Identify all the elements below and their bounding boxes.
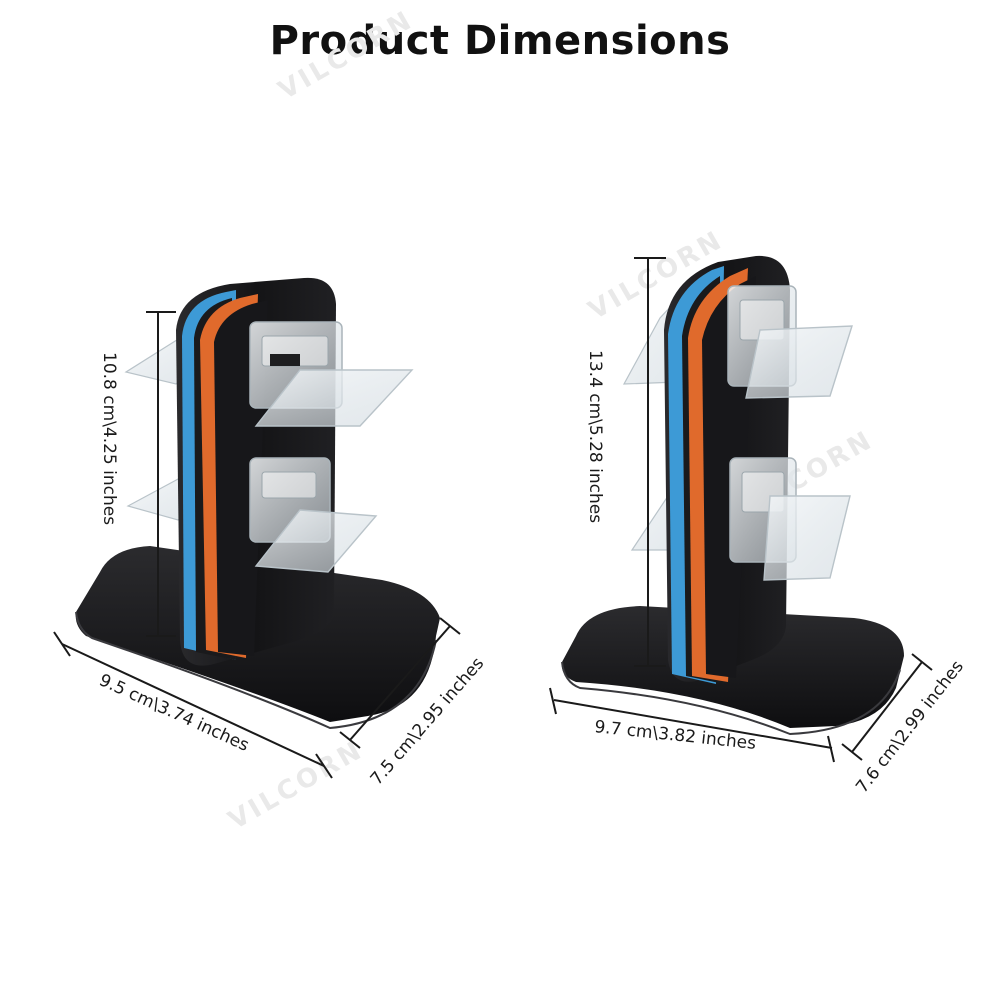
right-stand [561,255,904,736]
left-height-dimension [146,311,176,637]
left-depth-dimension [339,617,461,749]
watermark-1: VILCORN [274,5,419,106]
right-width-label: 9.7 cm\3.82 inches [593,717,757,754]
left-controller-holder-bottom [249,457,378,573]
right-depth-dimension [841,653,933,761]
right-controller-holder-bottom [729,457,851,581]
right-controller-holder-top [727,285,853,399]
right-stand-base-edge [561,661,901,736]
right-width-dimension [549,687,835,763]
left-stand-base-edge [75,611,437,730]
right-height-dimension [634,257,666,667]
page-title: Product Dimensions [269,18,731,64]
left-width-dimension [53,631,333,779]
left-stand [75,277,440,730]
right-height-label: 13.4 cm\5.28 inches [585,350,605,523]
left-controller-holder-top [249,321,414,427]
left-height-label: 10.8 cm\4.25 inches [99,352,119,525]
